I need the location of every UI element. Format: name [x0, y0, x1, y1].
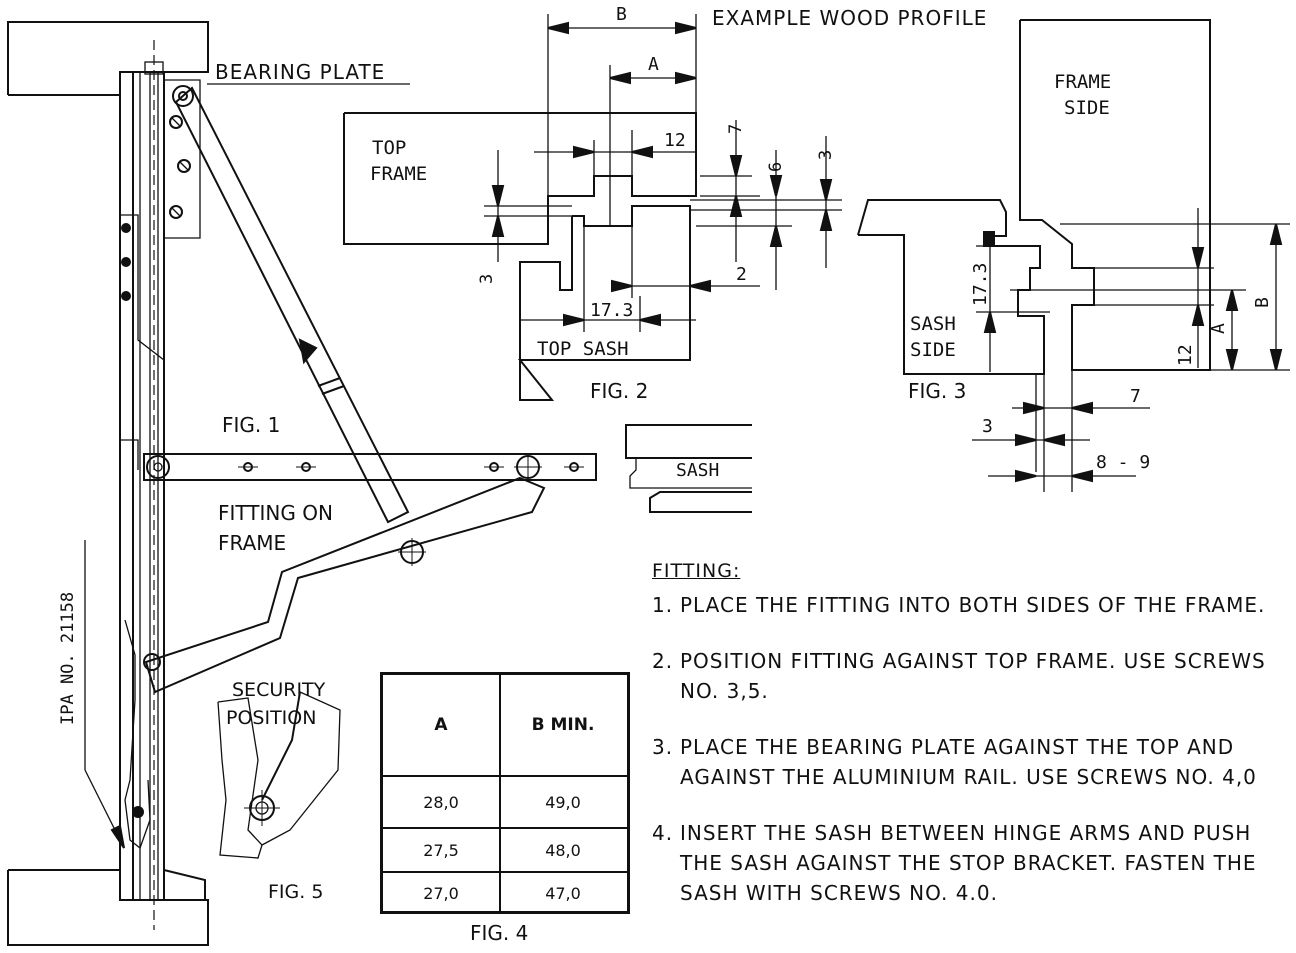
sash-side-label-1: SASH — [910, 313, 956, 335]
step-text: PLACE THE BEARING PLATE AGAINST THE TOP … — [680, 735, 1257, 789]
table-column-divider — [499, 675, 501, 911]
fig2-dim-3-left: 3 — [477, 274, 497, 284]
step-number: 4. — [652, 821, 674, 845]
security-position-label-1: SECURITY — [232, 679, 326, 701]
frame-side-label-2: SIDE — [1064, 97, 1110, 119]
fig1-bottom-frame-block — [7, 869, 209, 946]
fitting-on-frame-label-2: FRAME — [218, 531, 286, 555]
fig5-label: FIG. 5 — [268, 881, 323, 903]
table-row: 28,0 49,0 — [383, 777, 627, 827]
security-position-label-2: POSITION — [226, 707, 316, 729]
fig2-dim-2: 2 — [736, 264, 747, 285]
horizontal-arm — [143, 453, 597, 481]
step-text: PLACE THE FITTING INTO BOTH SIDES OF THE… — [680, 593, 1266, 617]
fig3-side-profile: B A 12 17.3 7 3 — [857, 19, 1290, 492]
sash-detail: SASH — [625, 424, 752, 513]
step-text: POSITION FITTING AGAINST TOP FRAME. USE … — [680, 649, 1266, 703]
table-cell-b: 49,0 — [545, 792, 581, 812]
table-cell-a: 27,5 — [423, 840, 459, 860]
fig3-dim-b: B — [1252, 297, 1273, 308]
fig2-dim-b: B — [616, 4, 627, 25]
fig3-frame-side — [1019, 19, 1211, 371]
fig4-label: FIG. 4 — [470, 921, 528, 945]
fitting-instructions: FITTING: 1. PLACE THE FITTING INTO BOTH … — [652, 556, 1292, 934]
top-sash-label: TOP SASH — [537, 338, 629, 360]
stay-arm — [174, 86, 410, 524]
step-number: 2. — [652, 649, 674, 673]
fig2-dim-12: 12 — [664, 130, 686, 151]
instruction-step: 1. PLACE THE FITTING INTO BOTH SIDES OF … — [652, 590, 1292, 620]
fig2-top-sash — [517, 205, 691, 401]
bearing-plate — [163, 79, 201, 239]
fig3-dim-3: 3 — [982, 416, 993, 437]
step-number: 3. — [652, 735, 674, 759]
example-wood-profile-label: EXAMPLE WOOD PROFILE — [712, 6, 987, 30]
fig3-dim-12: 12 — [1175, 344, 1196, 366]
fig3-sash-side — [857, 199, 1045, 375]
fig3-dim-8-9: 8 - 9 — [1096, 452, 1150, 473]
instruction-step: 3. PLACE THE BEARING PLATE AGAINST THE T… — [652, 732, 1292, 792]
table-header-b-min: B MIN. — [531, 715, 595, 735]
fig5-security-position: SECURITY POSITION FIG. 5 — [217, 679, 341, 903]
fig2-dim-a: A — [648, 54, 659, 75]
sash-label: SASH — [676, 460, 719, 481]
frame-side-label-1: FRAME — [1054, 71, 1111, 93]
table-row-divider — [383, 827, 627, 829]
top-frame-label-1: TOP — [372, 137, 406, 159]
step-number: 1. — [652, 593, 674, 617]
fig3-dim-7: 7 — [1130, 386, 1141, 407]
fig2-top-profile: B A 12 7 6 3 — [343, 4, 987, 403]
table-row-divider — [383, 871, 627, 873]
fig2-dim-17-3: 17.3 — [590, 300, 633, 321]
fig2-label: FIG. 2 — [590, 379, 648, 403]
fig3-dim-17-3: 17.3 — [970, 263, 991, 306]
step-text: INSERT THE SASH BETWEEN HINGE ARMS AND P… — [680, 821, 1257, 905]
fitting-on-frame-label-1: FITTING ON — [218, 501, 333, 525]
table-cell-b: 48,0 — [545, 840, 581, 860]
lower-hinge-arm — [144, 476, 546, 694]
table-cell-a: 28,0 — [423, 792, 459, 812]
instructions-heading: FITTING: — [652, 560, 741, 582]
table-cell-a: 27,0 — [423, 883, 459, 903]
top-frame-label-2: FRAME — [370, 163, 427, 185]
fig2-dim-6: 6 — [766, 162, 786, 172]
fig3-label: FIG. 3 — [908, 379, 966, 403]
fig2-dim-3-right: 3 — [816, 150, 836, 160]
fig1-top-frame-block — [7, 21, 209, 96]
table-header-row: A B MIN. — [383, 675, 627, 775]
fig1-label: FIG. 1 — [222, 413, 280, 437]
instruction-step: 2. POSITION FITTING AGAINST TOP FRAME. U… — [652, 646, 1292, 706]
fig4-table: A B MIN. 28,0 49,0 27,5 48,0 27,0 47,0 — [380, 672, 630, 914]
fig2-dim-7: 7 — [726, 124, 746, 134]
fig3-dim-a: A — [1208, 323, 1229, 334]
table-cell-b: 47,0 — [545, 883, 581, 903]
table-row: 27,5 48,0 — [383, 829, 627, 871]
instruction-step: 4. INSERT THE SASH BETWEEN HINGE ARMS AN… — [652, 818, 1292, 908]
sash-side-label-2: SIDE — [910, 339, 956, 361]
bearing-plate-label: BEARING PLATE — [215, 60, 385, 84]
table-row-divider — [383, 775, 627, 777]
ipa-number: IPA NO. 21158 — [58, 592, 78, 725]
table-header-a: A — [434, 715, 448, 735]
fig1-hinge-assembly: IPA NO. 21158 BEARING PLATE FIG. 1 FITTI… — [7, 21, 597, 946]
table-row: 27,0 47,0 — [383, 873, 627, 913]
